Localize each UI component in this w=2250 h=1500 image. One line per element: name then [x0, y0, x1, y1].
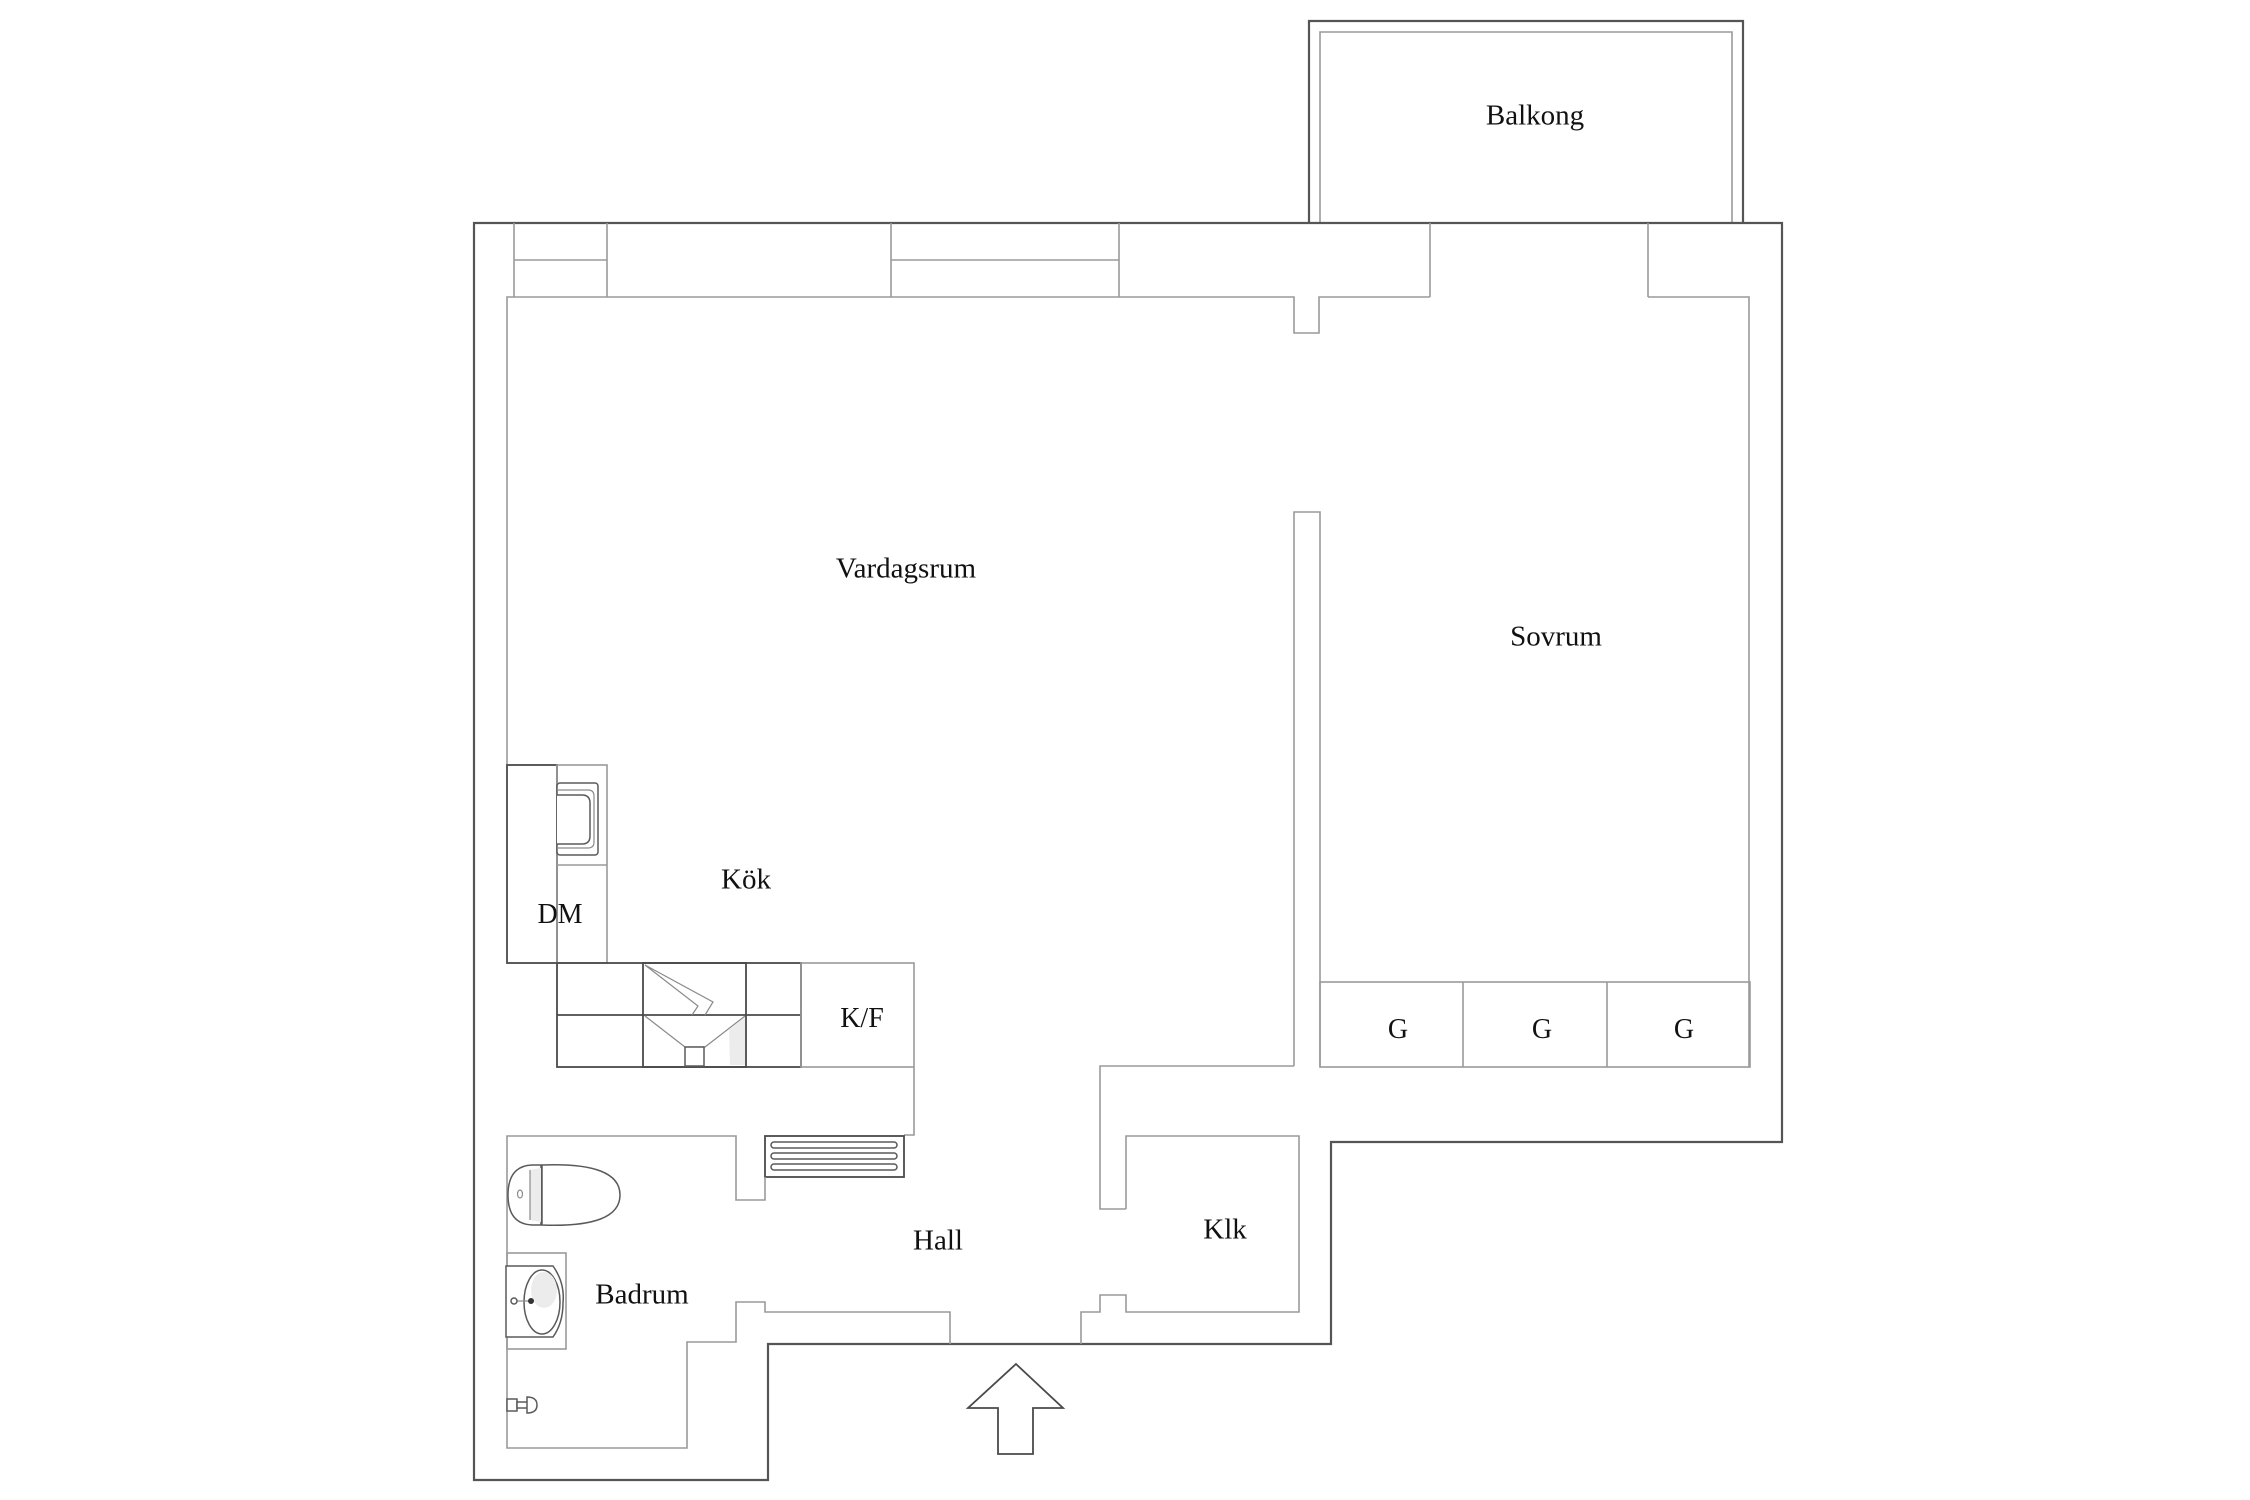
balcony-label: Balkong — [1485, 99, 1585, 132]
bathroom-wall — [506, 1135, 951, 1449]
toilet-icon — [507, 1164, 621, 1226]
up-arrow-icon — [965, 1362, 1066, 1455]
bedroom-label: Sovrum — [1510, 620, 1602, 653]
fridge-freezer-label: K/F — [840, 1003, 884, 1034]
window-row — [513, 223, 1649, 297]
closet-label: Klk — [1203, 1213, 1247, 1246]
wardrobe-row — [1319, 981, 1751, 1068]
hall-wall — [1099, 1065, 1294, 1210]
outer-wall — [472, 221, 1784, 1482]
living-room-inner-wall — [506, 296, 1430, 765]
bathroom-label: Badrum — [595, 1278, 689, 1311]
kitchen-units — [506, 764, 915, 1136]
radiator — [764, 1135, 905, 1178]
wardrobe-label-1: G — [1387, 1014, 1409, 1045]
wardrobe-label-2: G — [1531, 1014, 1553, 1045]
washbasin-icon — [505, 1252, 567, 1350]
closet-wall — [1080, 1135, 1300, 1344]
shower-head-icon — [506, 1396, 538, 1414]
kitchen-label: Kök — [721, 863, 771, 896]
balcony-outline — [1307, 19, 1745, 223]
wardrobe-label-3: G — [1673, 1014, 1695, 1045]
hall-label: Hall — [913, 1224, 963, 1257]
bedroom-inner-wall — [1648, 296, 1750, 1067]
dishwasher-label: DM — [537, 899, 583, 930]
living-room-label: Vardagsrum — [835, 552, 977, 585]
partition-wall — [1293, 511, 1321, 1067]
